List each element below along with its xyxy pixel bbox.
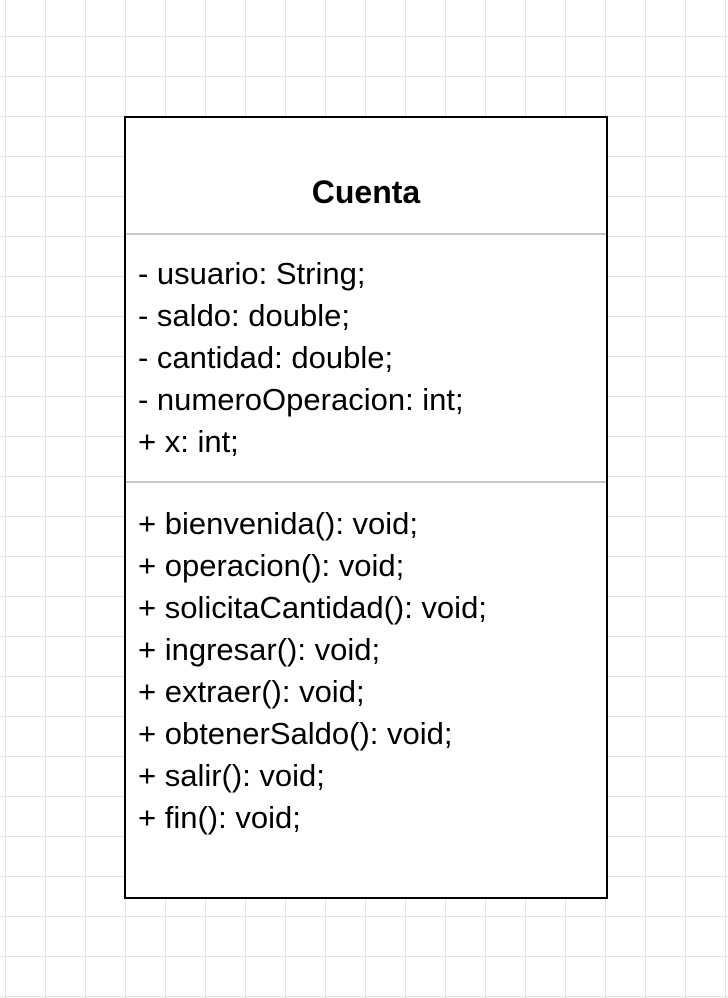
attribute-saldo: - saldo: double; (138, 298, 350, 333)
uml-class-box: Cuenta - usuario: String; - saldo: doubl… (124, 116, 608, 899)
attribute-usuario: - usuario: String; (138, 256, 366, 291)
method-extraer: + extraer(): void; (138, 674, 365, 709)
method-operacion: + operacion(): void; (138, 548, 405, 583)
methods-compartment: + bienvenida(): void; + operacion(): voi… (126, 483, 606, 897)
method-salir: + salir(): void; (138, 758, 325, 793)
class-name-compartment: Cuenta (126, 118, 606, 235)
attribute-x: + x: int; (138, 424, 239, 459)
method-fin: + fin(): void; (138, 800, 301, 835)
method-ingresar: + ingresar(): void; (138, 632, 381, 667)
attribute-list: - usuario: String; - saldo: double; - ca… (138, 253, 464, 463)
method-bienvenida: + bienvenida(): void; (138, 506, 419, 541)
attribute-cantidad: - cantidad: double; (138, 340, 394, 375)
method-list: + bienvenida(): void; + operacion(): voi… (138, 503, 487, 839)
class-name: Cuenta (311, 174, 421, 210)
attributes-compartment: - usuario: String; - saldo: double; - ca… (126, 235, 606, 483)
method-obtener-saldo: + obtenerSaldo(): void; (138, 716, 453, 751)
attribute-numero-operacion: - numeroOperacion: int; (138, 382, 464, 417)
method-solicita-cantidad: + solicitaCantidad(): void; (138, 590, 487, 625)
